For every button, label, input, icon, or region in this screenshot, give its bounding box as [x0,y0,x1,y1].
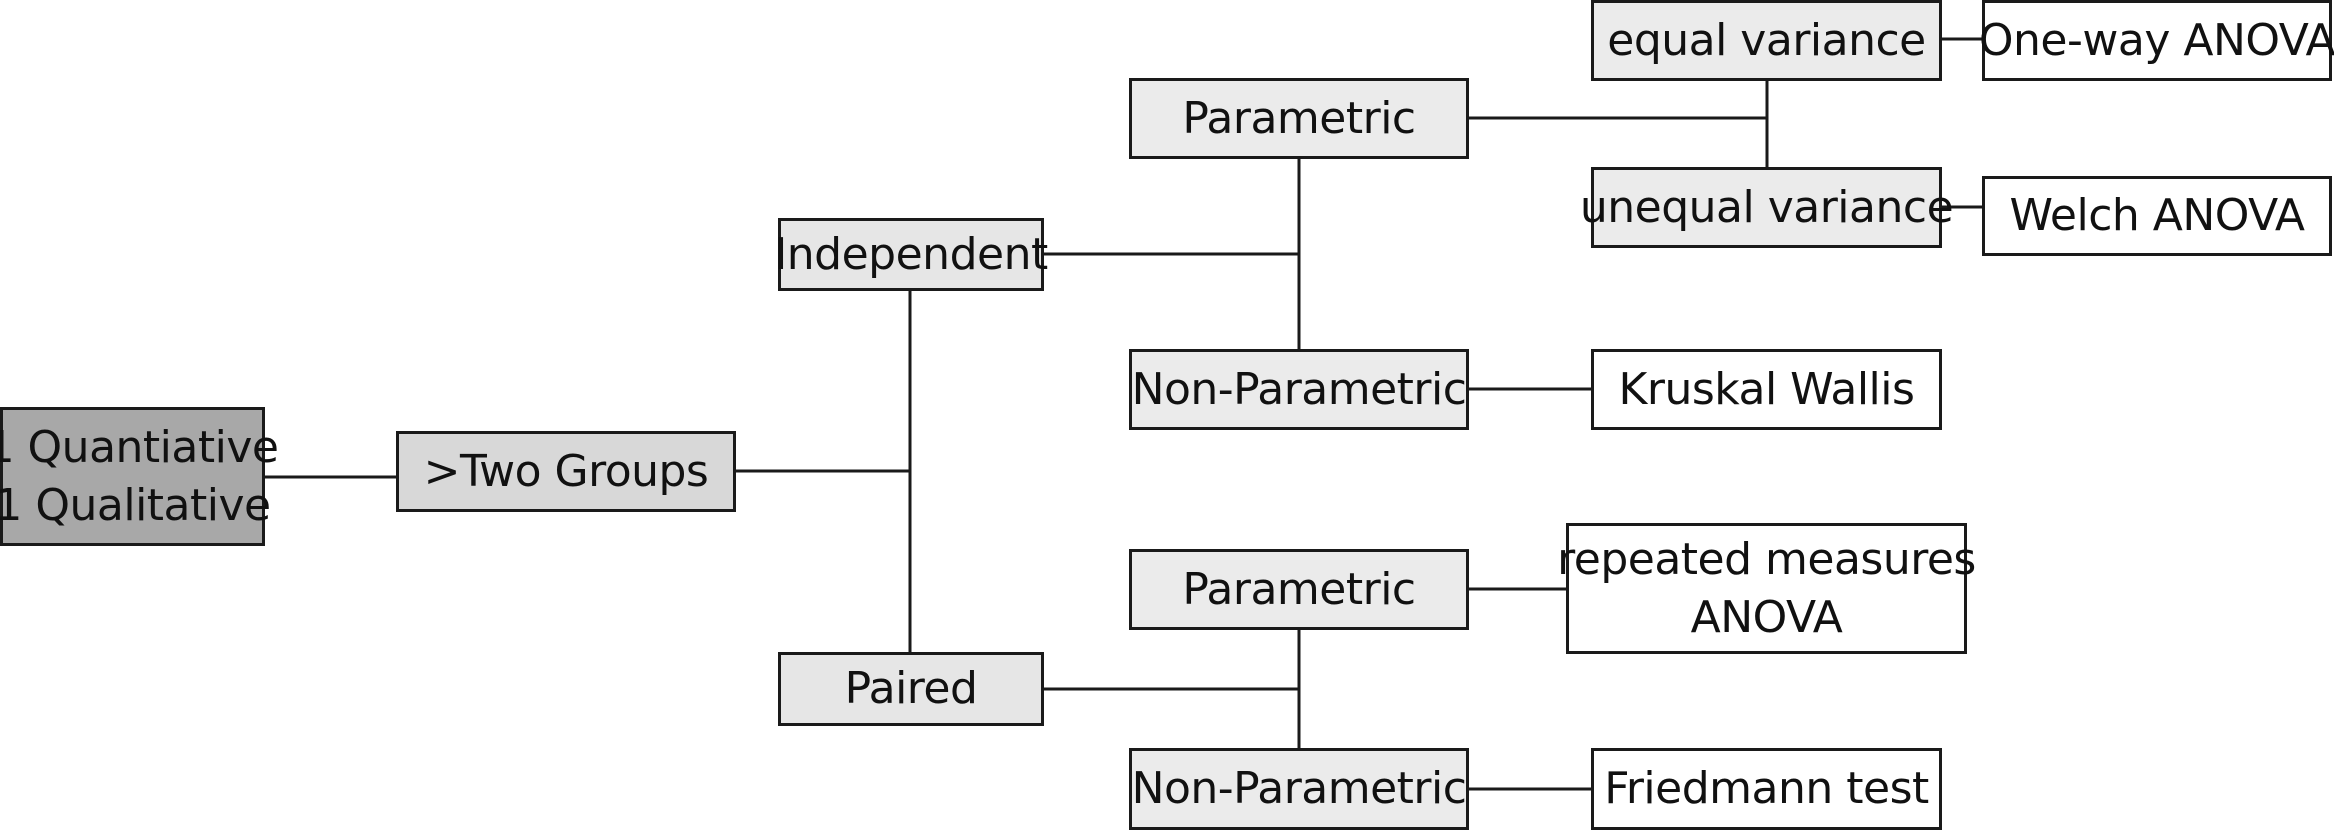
friedmann-test-node: Friedmann test [1591,748,1942,830]
independent-label: Independent [774,228,1048,280]
independent-parametric-label: Parametric [1182,92,1416,144]
two-groups-node: >Two Groups [396,431,736,512]
two-groups-label: >Two Groups [423,445,709,497]
kruskal-wallis-node: Kruskal Wallis [1591,349,1942,430]
paired-nonparametric-label: Non-Parametric [1131,763,1467,815]
repeated-measures-label-line2: ANOVA [1690,591,1843,643]
repeated-measures-label-line1: repeated measures [1557,534,1976,586]
paired-node: Paired [778,652,1044,726]
welch-anova-node: Welch ANOVA [1982,176,2332,256]
root-node: 1 Quantiative 1 Qualitative [0,407,279,546]
paired-parametric-node: Parametric [1129,549,1469,630]
root-label-line1: 1 Quantiative [0,422,279,474]
repeated-measures-anova-node: repeated measures ANOVA [1557,523,1976,654]
root-label-line2: 1 Qualitative [0,479,271,531]
paired-parametric-label: Parametric [1182,563,1416,615]
friedmann-test-label: Friedmann test [1604,763,1929,815]
kruskal-wallis-label: Kruskal Wallis [1618,363,1915,415]
welch-anova-label: Welch ANOVA [2009,190,2305,242]
independent-parametric-node: Parametric [1129,78,1469,159]
independent-nonparametric-node: Non-Parametric [1129,349,1469,430]
one-way-anova-label: One-way ANOVA [1978,14,2334,66]
independent-node: Independent [774,218,1048,291]
one-way-anova-node: One-way ANOVA [1978,0,2334,81]
unequal-variance-label: unequal variance [1579,181,1954,233]
equal-variance-label: equal variance [1607,14,1926,66]
independent-nonparametric-label: Non-Parametric [1131,363,1467,415]
equal-variance-node: equal variance [1591,0,1942,81]
unequal-variance-node: unequal variance [1580,167,1954,248]
paired-label: Paired [844,663,978,715]
paired-nonparametric-node: Non-Parametric [1129,748,1469,830]
